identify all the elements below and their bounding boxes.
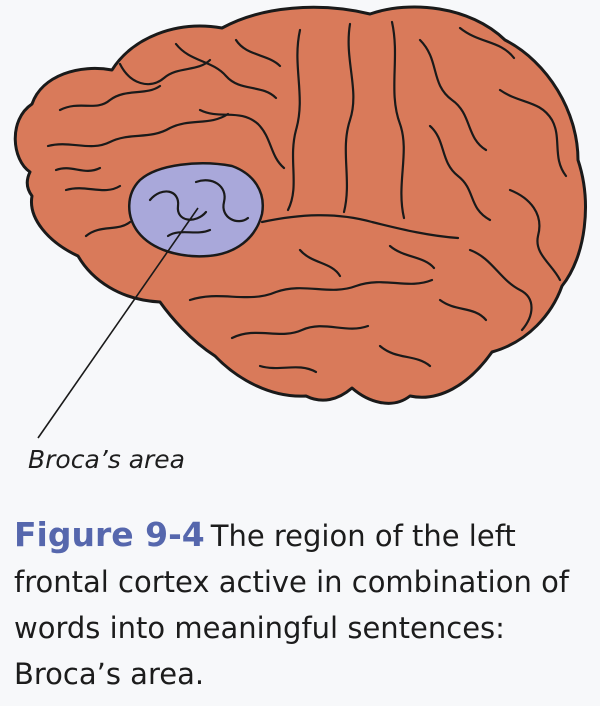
brain-illustration	[13, 5, 587, 439]
brocas-area-label: Broca’s area	[28, 445, 186, 474]
cortex-folds	[46, 20, 568, 374]
callout-leader-line	[37, 207, 199, 439]
caption-text: The region of the left frontal cortex ac…	[14, 519, 570, 691]
brain-cortex	[13, 5, 587, 405]
figure-number: Figure 9-4	[14, 515, 205, 554]
